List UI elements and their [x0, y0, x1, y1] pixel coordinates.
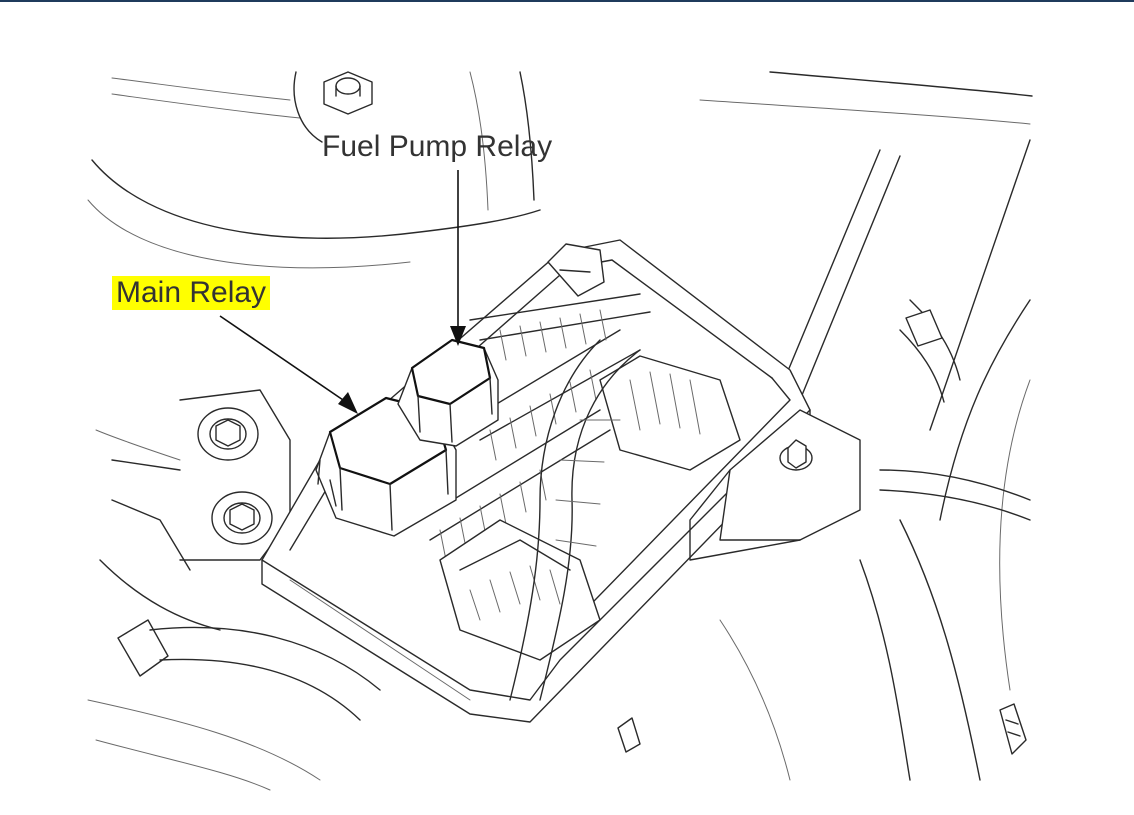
left-lower-harness	[87, 559, 381, 791]
wire-harness	[509, 339, 641, 701]
top-bolt	[323, 71, 373, 115]
right-hose	[879, 299, 1031, 521]
ground-stud-bracket	[689, 409, 861, 561]
bottom-clips	[617, 703, 1027, 755]
fuel-pump-relay	[397, 338, 499, 447]
callout-arrows	[219, 170, 466, 414]
fuel-pump-relay-label: Fuel Pump Relay	[322, 130, 553, 163]
fuse-box-connector	[439, 355, 741, 661]
main-relay-label: Main Relay	[112, 276, 271, 310]
left-bolts	[95, 389, 291, 571]
top-border	[0, 0, 1134, 2]
right-strut-lines	[699, 71, 1033, 781]
body-panel-lines	[87, 71, 541, 269]
main-relay-arrow	[219, 315, 347, 403]
